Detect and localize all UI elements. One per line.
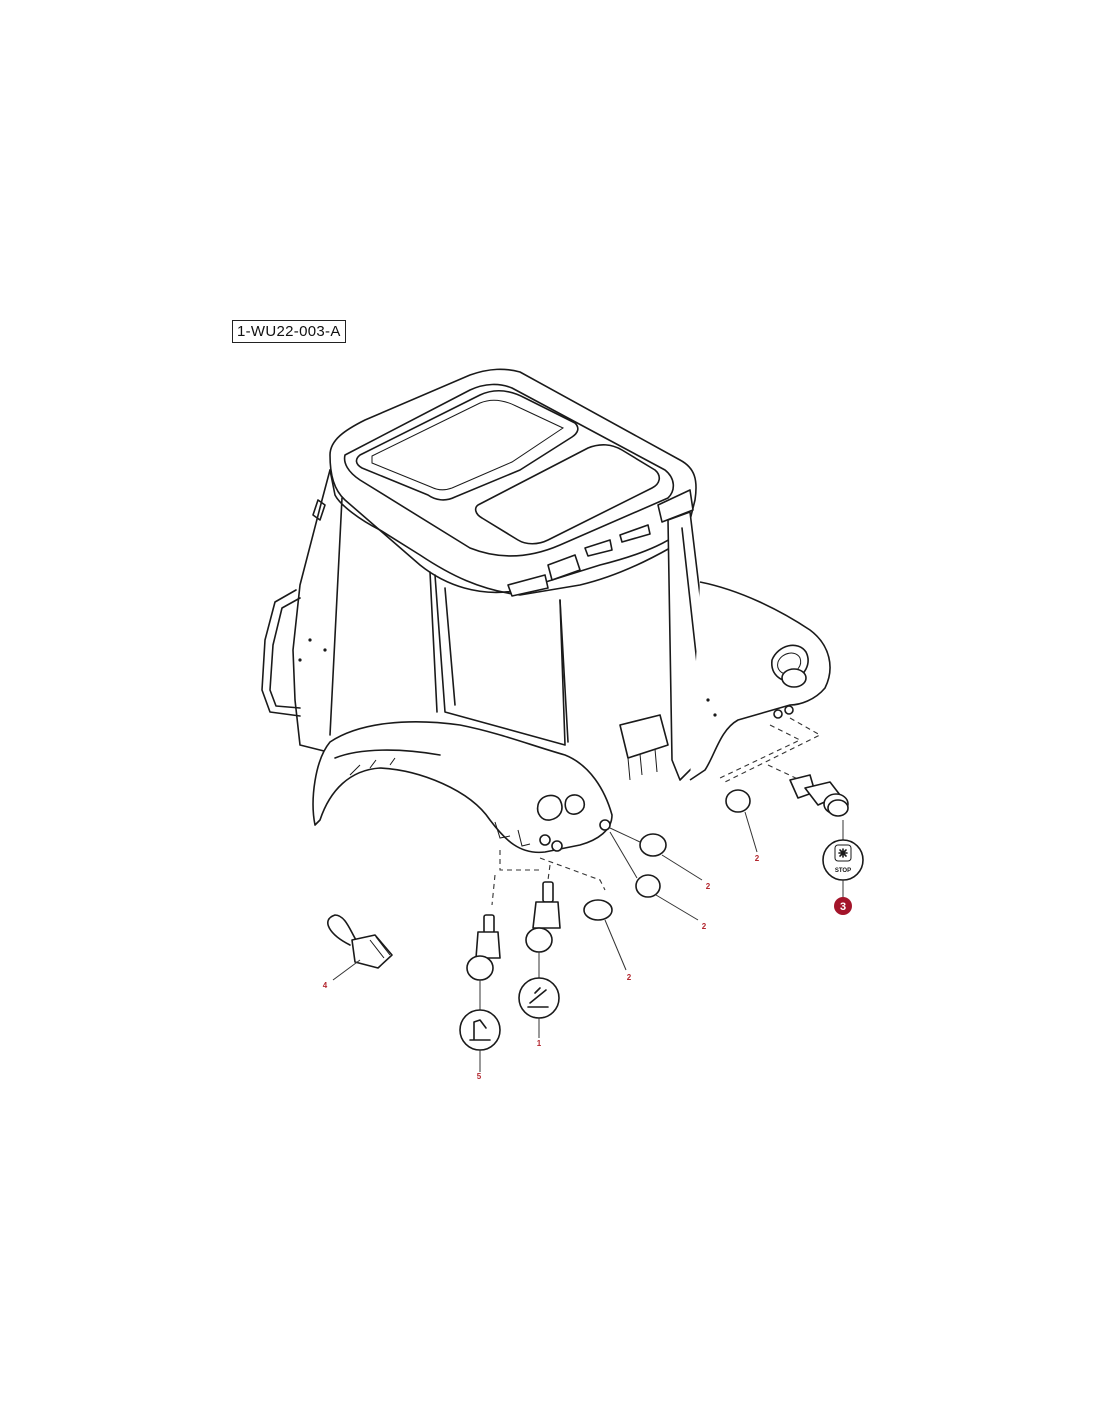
callout-2: 2 <box>706 882 711 891</box>
callout-3-badge <box>834 897 852 915</box>
callout-2: 2 <box>702 922 707 931</box>
stop-symbol-label: STOP <box>835 868 851 874</box>
callout-2: 2 <box>627 973 632 982</box>
callout-labels: 2 2 2 2 3 4 1 5 <box>323 854 852 1081</box>
part-4-connector <box>327 914 393 981</box>
part-5-switch <box>459 914 501 1072</box>
callout-4: 4 <box>323 981 328 990</box>
callout-2: 2 <box>755 854 760 863</box>
figure-code-label: 1-WU22-003-A <box>232 320 346 343</box>
part-3-stop-switch: STOP <box>789 774 864 898</box>
part-2-plugs <box>583 789 758 971</box>
tractor-cab <box>261 368 831 854</box>
callout-1: 1 <box>537 1039 542 1048</box>
dashed-location-lines <box>491 717 822 906</box>
part-1-switch <box>518 881 561 1038</box>
callout-3: 3 <box>840 901 846 913</box>
callout-5: 5 <box>477 1072 482 1081</box>
